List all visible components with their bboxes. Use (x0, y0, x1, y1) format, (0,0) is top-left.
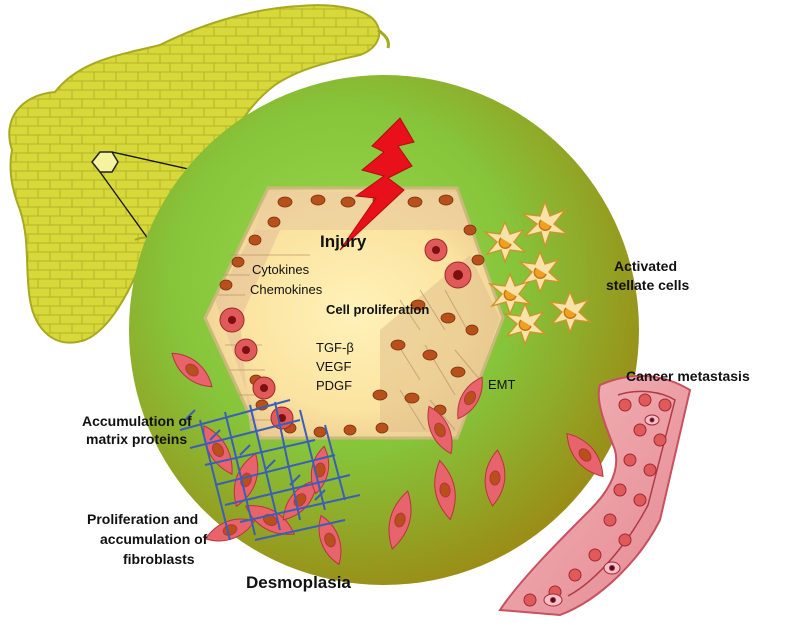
fibroblast-cells (171, 352, 604, 566)
activated-label-line2: stellate cells (606, 277, 689, 293)
cytokines-label: Cytokines (252, 262, 310, 277)
activated-label-line1: Activated (614, 258, 677, 274)
injury-label: Injury (320, 232, 367, 251)
proliferation-label-line1: Proliferation and (87, 511, 198, 527)
cancer-metastasis-label: Cancer metastasis (626, 368, 750, 384)
proliferation-label-line2: accumulation of (100, 531, 208, 547)
desmoplasia-label: Desmoplasia (246, 573, 351, 592)
cell-proliferation-label: Cell proliferation (326, 302, 429, 317)
chemokines-label: Chemokines (250, 282, 323, 297)
blood-vessel (498, 374, 692, 617)
emt-label: EMT (488, 377, 516, 392)
tissue-hexagon (203, 186, 505, 440)
accumulation-label-line1: Accumulation of (82, 413, 192, 429)
accumulation-label-line2: matrix proteins (86, 431, 187, 447)
proliferation-label-line3: fibroblasts (123, 551, 195, 567)
matrix-protein-mesh (179, 399, 361, 541)
injury-lightning-icon (339, 117, 415, 251)
vegf-label: VEGF (316, 359, 351, 374)
stellate-cells (482, 199, 593, 346)
pdgf-label: PDGF (316, 378, 352, 393)
tgf-beta-label: TGF-β (316, 340, 354, 355)
